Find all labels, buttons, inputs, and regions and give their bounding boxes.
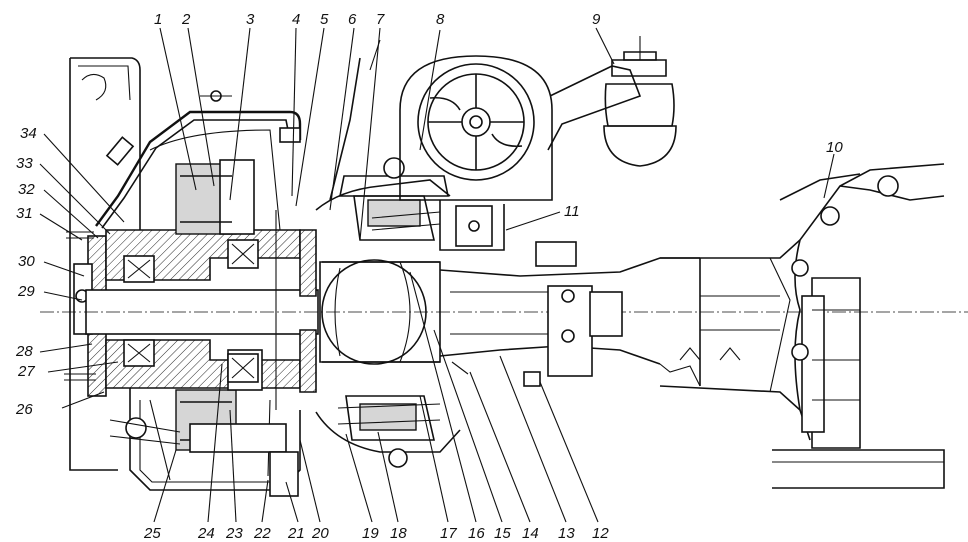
callout-12: 12 — [592, 525, 609, 542]
callout-8: 8 — [436, 11, 445, 28]
callout-17: 17 — [440, 525, 457, 542]
callout-21: 21 — [287, 525, 305, 542]
callout-labels: 1 2 3 4 5 6 7 8 9 10 11 12 13 14 15 16 1… — [15, 11, 843, 542]
callout-26: 26 — [15, 401, 33, 418]
callout-1: 1 — [154, 11, 162, 28]
callout-3: 3 — [246, 11, 255, 28]
callout-13: 13 — [558, 525, 575, 542]
callout-16: 16 — [468, 525, 485, 542]
callout-19: 19 — [362, 525, 379, 542]
knuckle-housing — [315, 39, 700, 468]
leader-lines — [39, 27, 835, 523]
callout-32: 32 — [18, 181, 35, 198]
callout-5: 5 — [320, 11, 329, 28]
callout-4: 4 — [292, 11, 300, 28]
callout-9: 9 — [592, 11, 601, 28]
axle-housing — [659, 163, 945, 489]
callout-20: 20 — [311, 525, 329, 542]
callout-33: 33 — [16, 155, 33, 172]
callout-6: 6 — [348, 11, 357, 28]
callout-11: 11 — [564, 203, 580, 220]
callout-34: 34 — [20, 125, 37, 142]
callout-24: 24 — [197, 525, 215, 542]
callout-31: 31 — [16, 205, 33, 222]
callout-27: 27 — [17, 363, 35, 380]
callout-23: 23 — [225, 525, 243, 542]
steering-arm — [399, 36, 677, 251]
callout-15: 15 — [494, 525, 511, 542]
callout-18: 18 — [390, 525, 407, 542]
axle-shaft — [40, 210, 968, 410]
callout-2: 2 — [181, 11, 191, 28]
callout-25: 25 — [143, 525, 161, 542]
callout-30: 30 — [18, 253, 35, 270]
wheel-hub-assembly — [64, 57, 302, 497]
callout-7: 7 — [376, 11, 385, 28]
callout-29: 29 — [17, 283, 35, 300]
callout-10: 10 — [826, 139, 843, 156]
callout-14: 14 — [522, 525, 539, 542]
callout-22: 22 — [253, 525, 271, 542]
callout-28: 28 — [15, 343, 33, 360]
